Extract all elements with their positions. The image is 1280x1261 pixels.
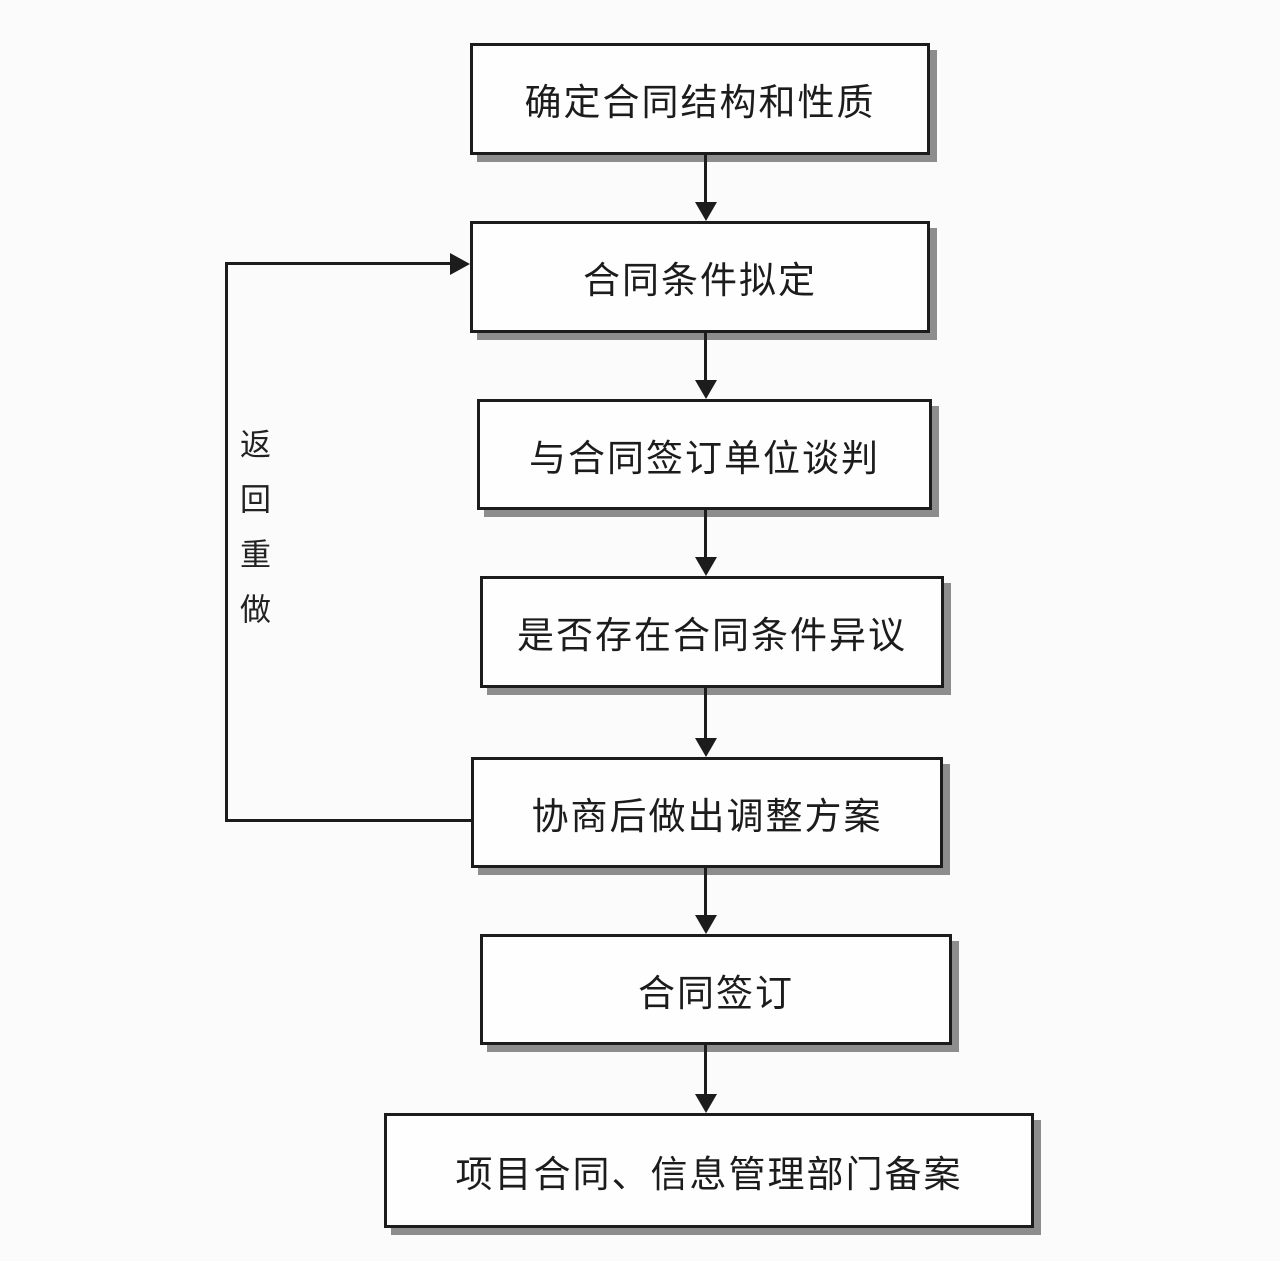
arrow-5-6-arrowhead-icon — [695, 915, 717, 934]
flow-node-3: 与合同签订单位谈判 — [477, 399, 932, 510]
arrow-3-4-arrowhead-icon — [695, 557, 717, 576]
arrow-2-3-line — [704, 333, 707, 381]
loopback-vertical-segment — [225, 262, 228, 822]
flow-node-2: 合同条件拟定 — [470, 221, 930, 333]
arrow-6-7-line — [704, 1045, 707, 1095]
loopback-bottom-segment — [225, 819, 473, 822]
arrow-2-3-arrowhead-icon — [695, 380, 717, 399]
flow-node-6: 合同签订 — [480, 934, 952, 1045]
arrow-3-4-line — [704, 510, 707, 558]
loopback-top-segment — [225, 262, 451, 265]
arrow-6-7-arrowhead-icon — [695, 1094, 717, 1113]
flow-node-4: 是否存在合同条件异议 — [480, 576, 944, 688]
arrow-4-5-line — [704, 688, 707, 738]
arrow-1-2-arrowhead-icon — [695, 202, 717, 221]
loopback-arrowhead-icon — [450, 253, 470, 275]
flow-node-7: 项目合同、信息管理部门备案 — [384, 1113, 1034, 1228]
arrow-5-6-line — [704, 868, 707, 916]
arrow-1-2-line — [704, 155, 707, 203]
arrow-4-5-arrowhead-icon — [695, 738, 717, 757]
loopback-label: 返回重做 — [235, 428, 270, 648]
flow-node-1: 确定合同结构和性质 — [470, 43, 930, 155]
flow-node-5: 协商后做出调整方案 — [471, 757, 943, 868]
